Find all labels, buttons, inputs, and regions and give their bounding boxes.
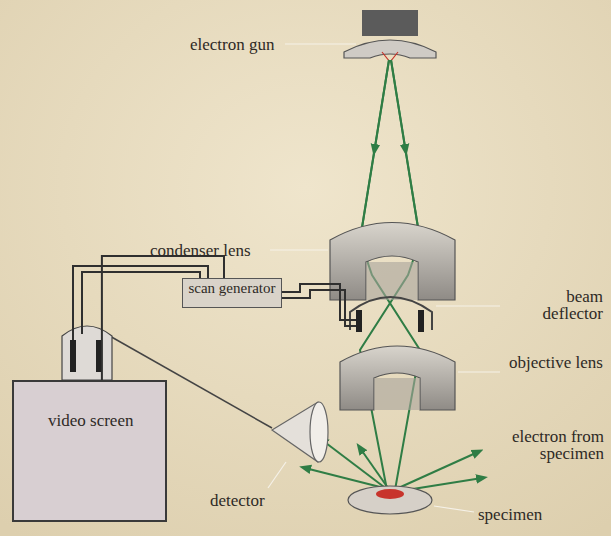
lens-label: objective lens (503, 354, 603, 371)
gun-label: electron gun (190, 36, 282, 53)
electron-label: electron from specimen (486, 428, 604, 462)
specimen-label: specimen (478, 506, 568, 523)
scan-generator-box: scan generator (182, 278, 282, 308)
signal-wire (102, 256, 224, 380)
detector-label: detector (210, 492, 280, 509)
video-screen: video screen (12, 380, 167, 522)
lens-label: condenser lens (150, 242, 268, 259)
deflector-label: beam deflector (503, 288, 603, 322)
node-text: scan generator (187, 281, 277, 295)
node-text: video screen (48, 412, 155, 430)
